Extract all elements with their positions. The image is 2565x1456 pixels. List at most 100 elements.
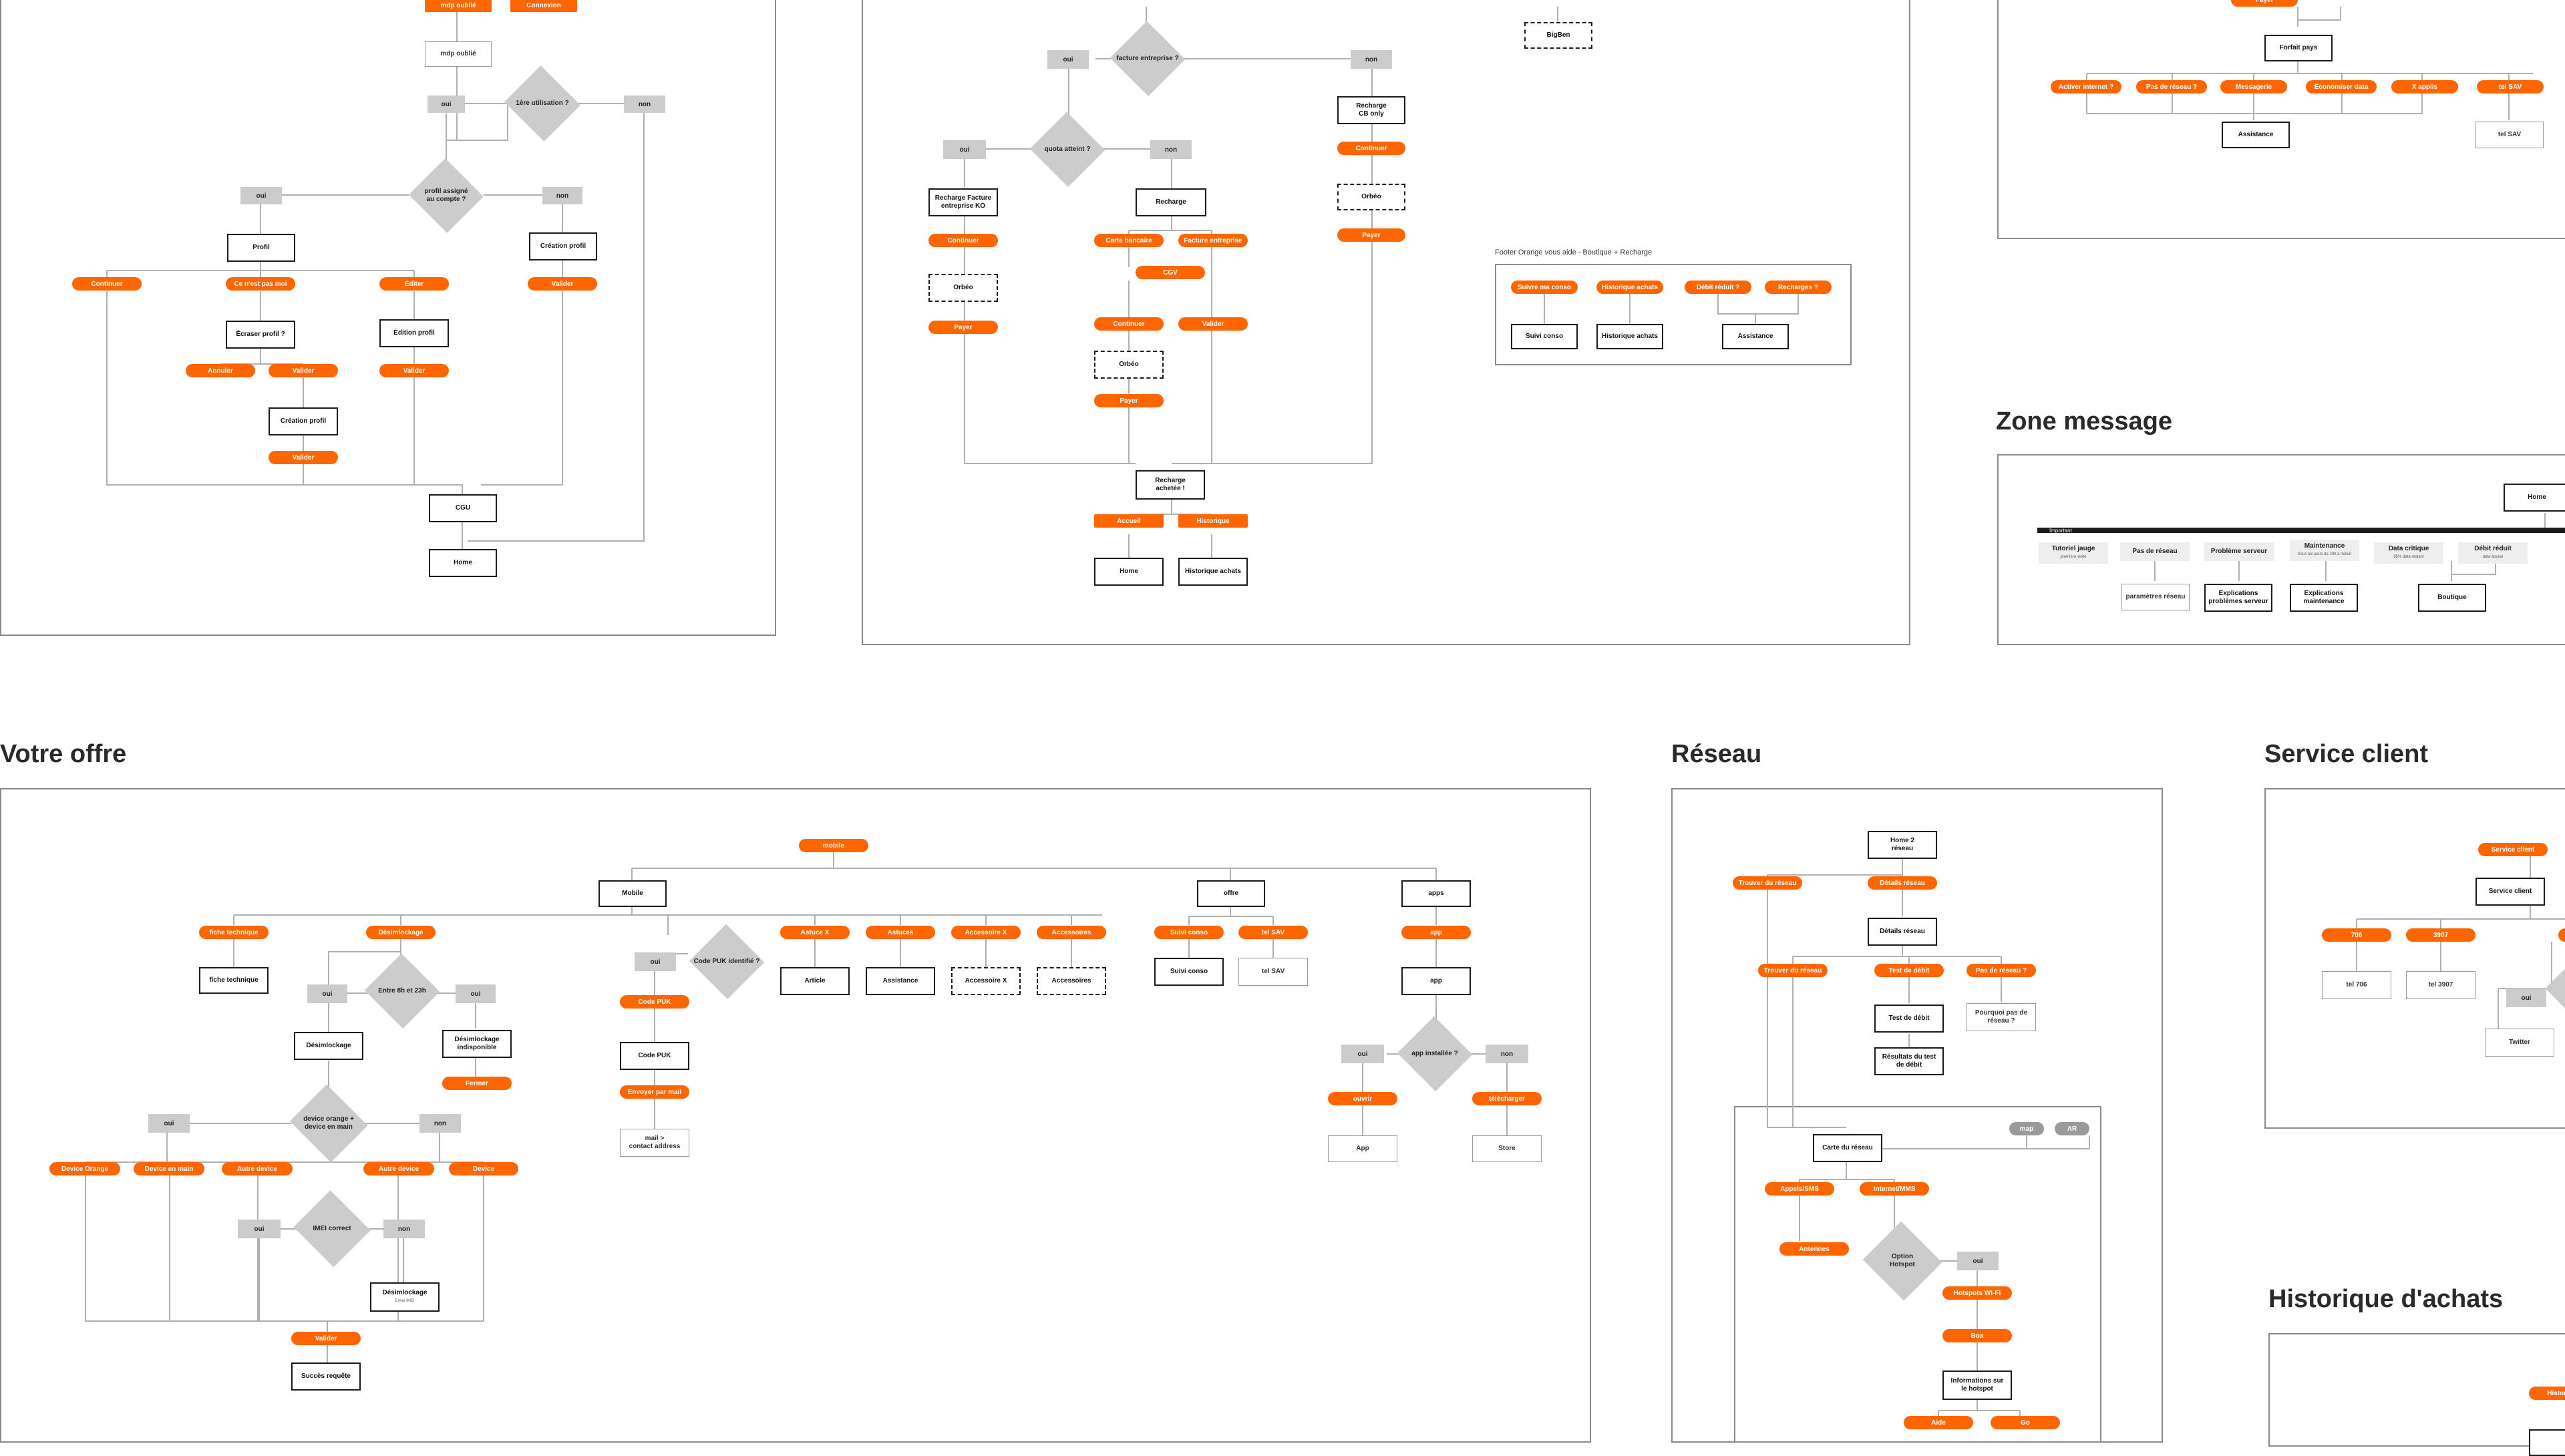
recharge-achetee-box: Recharge achetée ! <box>1136 470 1205 500</box>
facture-entreprise-button[interactable]: Facture entreprise <box>1178 234 1248 247</box>
antennes-button[interactable]: Antennes <box>1779 1242 1849 1256</box>
map-button[interactable]: map <box>2009 1122 2044 1135</box>
code-puk-decision: Code PUK identifié ? <box>688 924 765 999</box>
article-box: Article <box>780 967 850 995</box>
autre-device-button[interactable]: Autre device <box>222 1162 293 1175</box>
valider-button[interactable]: Valider <box>269 364 338 377</box>
votre-offre-frame <box>0 788 1591 1443</box>
desimlockage-box: Désimlockage <box>294 1032 363 1060</box>
historique-achats-box: Historique achats <box>1596 324 1663 349</box>
desimlockage-button[interactable]: Désimlockage <box>366 926 436 939</box>
continuer-button[interactable]: Continuer <box>72 277 142 291</box>
non-tag: non <box>1150 140 1192 159</box>
aide-button[interactable]: Aide <box>1904 1416 1973 1429</box>
mdp-oublie-box: mdp oublié <box>425 41 492 67</box>
app-button[interactable]: app <box>1401 926 1471 939</box>
messagerie-button[interactable]: Messagerie <box>2220 80 2287 94</box>
x-applis-button[interactable]: X applis <box>2391 80 2458 94</box>
more-button[interactable] <box>2558 928 2565 942</box>
historique-achats-button[interactable]: Historique achats <box>1596 281 1663 294</box>
device-orange-button[interactable]: Device Orange <box>49 1162 120 1175</box>
code-puk-button[interactable]: Code PUK <box>620 995 689 1009</box>
continuer-button[interactable]: Continuer <box>928 234 998 247</box>
fiche-technique-button[interactable]: fiche technique <box>199 926 269 939</box>
tel-sav-button[interactable]: tel SAV <box>2477 80 2544 94</box>
annuler-button[interactable]: Annuler <box>186 364 255 377</box>
editer-button[interactable]: Éditer <box>379 277 449 291</box>
box-button[interactable]: Box <box>1942 1329 2012 1342</box>
payer-button[interactable]: Payer <box>1337 228 1405 242</box>
valider-button[interactable]: Valider <box>1178 317 1248 331</box>
autre-device-button[interactable]: Autre device <box>363 1162 434 1175</box>
mobile-pill[interactable]: mobile <box>799 839 868 852</box>
suivi-conso-button[interactable]: Suivi conso <box>1154 926 1224 939</box>
debit-reduit-button[interactable]: Débit réduit ? <box>1685 281 1751 294</box>
oui-tag: oui <box>943 140 986 159</box>
accueil-button[interactable]: Accueil <box>1094 514 1164 528</box>
historique-button[interactable]: Historique <box>1178 514 1248 528</box>
non-tag: non <box>624 96 665 113</box>
details-reseau-button[interactable]: Détails réseau <box>1868 876 1937 890</box>
astuces-button[interactable]: Astuces <box>866 926 935 939</box>
device-button[interactable]: Device <box>449 1162 518 1175</box>
ce-nest-pas-moi-button[interactable]: Ce n'est pas moi <box>226 277 295 291</box>
payer-button[interactable]: Payer <box>1094 394 1164 407</box>
pas-de-reseau-button[interactable]: Pas de réseau ? <box>2136 80 2207 94</box>
n3907-button[interactable]: 3907 <box>2406 928 2475 942</box>
accessoires-button[interactable]: Accessoires <box>1037 926 1106 939</box>
ouvrir-button[interactable]: ouvrir <box>1328 1092 1397 1105</box>
mdp-oublie-pill[interactable]: mdp oublié <box>425 0 492 12</box>
carte-bancaire-button[interactable]: Carte bancaire <box>1094 234 1164 247</box>
trouver-reseau-button[interactable]: Trouver du réseau <box>1758 964 1828 977</box>
appels-sms-button[interactable]: Appels/SMS <box>1765 1182 1834 1196</box>
recharges-button[interactable]: Recharges ? <box>1765 281 1832 294</box>
footer-block-frame <box>1495 264 1852 365</box>
historique-frame <box>2268 1333 2565 1447</box>
cgv-button[interactable]: CGV <box>1136 266 1205 279</box>
recharge-box: Recharge <box>1136 188 1206 216</box>
bigben-box: BigBen <box>1524 22 1592 49</box>
fermer-button[interactable]: Fermer <box>442 1077 512 1090</box>
tel-sav-box: tel SAV <box>1238 958 1308 986</box>
device-en-main-button[interactable]: Device en main <box>134 1162 204 1175</box>
telecharger-button[interactable]: télécharger <box>1472 1092 1542 1105</box>
payer-button[interactable]: Payer <box>928 321 998 334</box>
oui-tag: oui <box>2506 988 2546 1007</box>
economiser-data-button[interactable]: Économiser data <box>2306 80 2377 94</box>
section-title-reseau: Réseau <box>1671 740 1762 768</box>
imei-correct-decision: IMEI correct <box>291 1192 373 1266</box>
tel-sav-box: tel SAV <box>2475 122 2544 148</box>
activer-internet-button[interactable]: Activer internet ? <box>2051 80 2121 94</box>
pas-de-reseau-button[interactable]: Pas de réseau ? <box>1966 964 2036 977</box>
zone-item-pas-de-reseau: Pas de réseau <box>2120 542 2190 561</box>
payer-button[interactable]: Payer <box>2231 0 2298 7</box>
envoyer-mail-button[interactable]: Envoyer par mail <box>620 1085 689 1099</box>
service-client-box: Service client <box>2475 878 2545 906</box>
continuer-button[interactable]: Continuer <box>1337 142 1405 155</box>
valider-button[interactable]: Valider <box>269 451 338 464</box>
test-debit-button[interactable]: Test de débit <box>1874 964 1944 977</box>
continuer-button[interactable]: Continuer <box>1094 317 1164 331</box>
entre-8h-23h-decision: Entre 8h et 23h <box>363 954 441 1029</box>
edition-profil-box: Édition profil <box>379 319 449 347</box>
service-client-decision <box>2545 962 2565 1015</box>
service-client-button[interactable]: Service client <box>2478 843 2548 856</box>
connexion-pill[interactable]: Connexion <box>510 0 577 12</box>
valider-button[interactable]: Valider <box>528 277 597 291</box>
section-title-votre-offre: Votre offre <box>0 740 127 768</box>
tel-sav-button[interactable]: tel SAV <box>1238 926 1308 939</box>
valider-button[interactable]: Valider <box>291 1332 361 1345</box>
valider-button[interactable]: Valider <box>379 364 449 377</box>
astuce-x-button[interactable]: Astuce X <box>780 926 850 939</box>
go-button[interactable]: Go <box>1991 1416 2060 1429</box>
ar-button[interactable]: AR <box>2055 1122 2089 1135</box>
hotspots-wifi-button[interactable]: Hotspots Wi-Fi <box>1942 1286 2012 1300</box>
n706-button[interactable]: 706 <box>2322 928 2391 942</box>
oui-tag: oui <box>1047 50 1089 69</box>
suivre-conso-button[interactable]: Suivre ma conso <box>1511 281 1578 294</box>
historique-button[interactable]: Historique <box>2529 1387 2565 1400</box>
accessoire-x-button[interactable]: Accessoire X <box>951 926 1021 939</box>
trouver-reseau-button[interactable]: Trouver du réseau <box>1733 876 1802 890</box>
internet-mms-button[interactable]: Internet/MMS <box>1860 1182 1929 1196</box>
